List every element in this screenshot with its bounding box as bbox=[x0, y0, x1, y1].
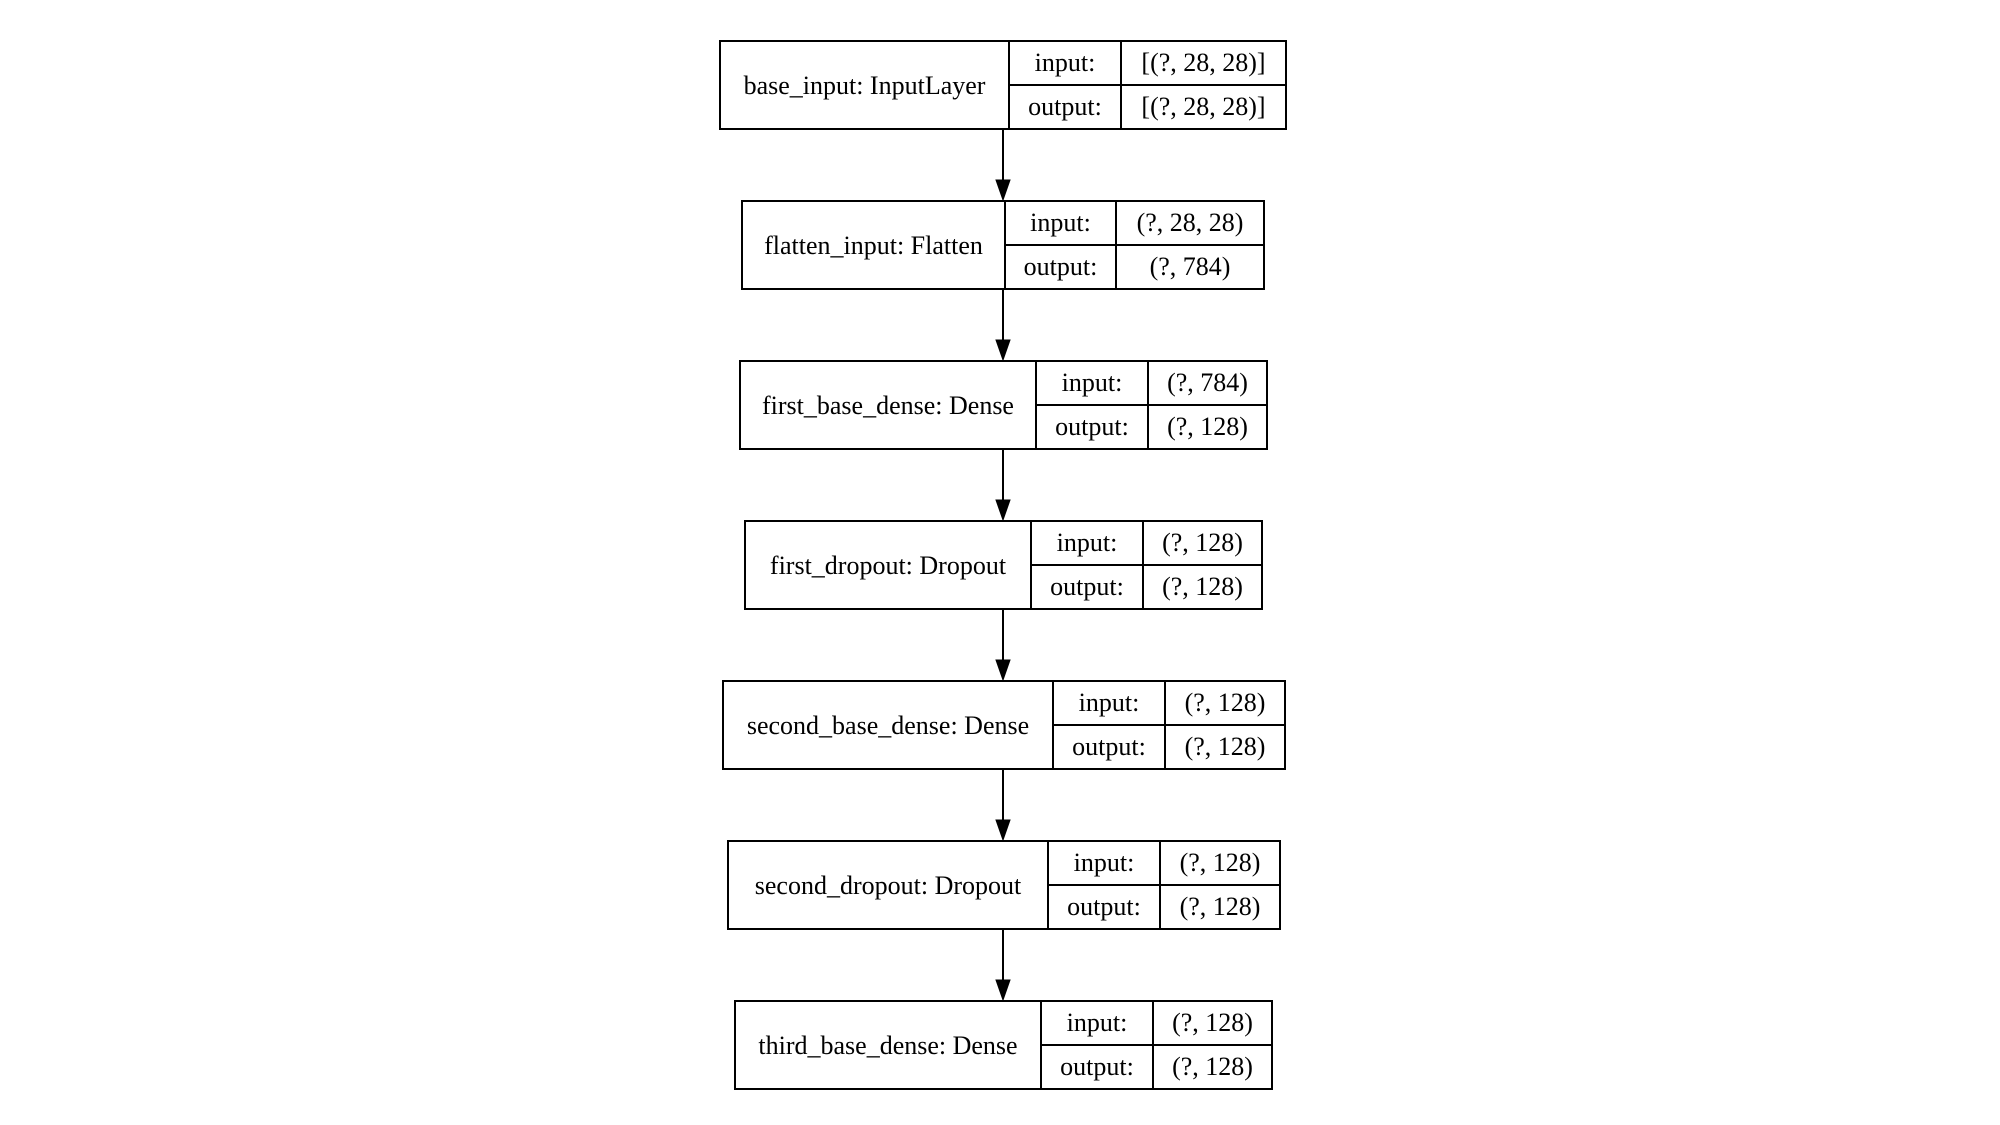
output-shape: (?, 128) bbox=[1185, 732, 1266, 761]
input-label: input: bbox=[1030, 208, 1091, 237]
output-label: output: bbox=[1024, 252, 1098, 281]
layer-node-third-base-dense: third_base_dense: Dense input: output: (… bbox=[734, 1000, 1273, 1090]
input-shape: [(?, 28, 28)] bbox=[1141, 48, 1265, 77]
layer-node-second-dropout: second_dropout: Dropout input: output: (… bbox=[727, 840, 1281, 930]
edge-1-to-2 bbox=[995, 289, 1011, 362]
output-shape: (?, 128) bbox=[1167, 412, 1248, 441]
input-label: input: bbox=[1067, 1008, 1128, 1037]
output-shape: (?, 128) bbox=[1162, 572, 1243, 601]
output-shape: [(?, 28, 28)] bbox=[1141, 92, 1265, 121]
output-shape: (?, 128) bbox=[1172, 1052, 1253, 1081]
input-shape: (?, 128) bbox=[1162, 528, 1243, 557]
input-label: input: bbox=[1079, 688, 1140, 717]
layer-node-second-base-dense: second_base_dense: Dense input: output: … bbox=[722, 680, 1286, 770]
output-label: output: bbox=[1072, 732, 1146, 761]
output-label: output: bbox=[1060, 1052, 1134, 1081]
layer-node-first-base-dense: first_base_dense: Dense input: output: (… bbox=[739, 360, 1268, 450]
input-shape: (?, 28, 28) bbox=[1137, 208, 1244, 237]
edge-4-to-5 bbox=[995, 769, 1011, 842]
edge-0-to-1 bbox=[995, 129, 1011, 202]
layer-name: second_base_dense: Dense bbox=[747, 711, 1029, 740]
input-label: input: bbox=[1074, 848, 1135, 877]
output-shape: (?, 128) bbox=[1180, 892, 1261, 921]
input-label: input: bbox=[1062, 368, 1123, 397]
output-label: output: bbox=[1050, 572, 1124, 601]
layer-name: first_base_dense: Dense bbox=[762, 391, 1014, 420]
output-shape: (?, 784) bbox=[1150, 252, 1231, 281]
input-label: input: bbox=[1035, 48, 1096, 77]
layer-node-first-dropout: first_dropout: Dropout input: output: (?… bbox=[744, 520, 1263, 610]
layer-name: base_input: InputLayer bbox=[744, 71, 986, 100]
input-shape: (?, 128) bbox=[1180, 848, 1261, 877]
layer-name: first_dropout: Dropout bbox=[770, 551, 1007, 580]
edge-5-to-6 bbox=[995, 929, 1011, 1002]
layer-node-base-input: base_input: InputLayer input: output: [(… bbox=[719, 40, 1287, 130]
layer-name: third_base_dense: Dense bbox=[758, 1031, 1017, 1060]
input-label: input: bbox=[1057, 528, 1118, 557]
output-label: output: bbox=[1028, 92, 1102, 121]
input-shape: (?, 784) bbox=[1167, 368, 1248, 397]
layer-node-flatten-input: flatten_input: Flatten input: output: (?… bbox=[741, 200, 1265, 290]
input-shape: (?, 128) bbox=[1185, 688, 1266, 717]
edge-2-to-3 bbox=[995, 449, 1011, 522]
layer-name: flatten_input: Flatten bbox=[764, 231, 983, 260]
input-shape: (?, 128) bbox=[1172, 1008, 1253, 1037]
output-label: output: bbox=[1067, 892, 1141, 921]
layer-name: second_dropout: Dropout bbox=[755, 871, 1022, 900]
output-label: output: bbox=[1055, 412, 1129, 441]
edge-3-to-4 bbox=[995, 609, 1011, 682]
